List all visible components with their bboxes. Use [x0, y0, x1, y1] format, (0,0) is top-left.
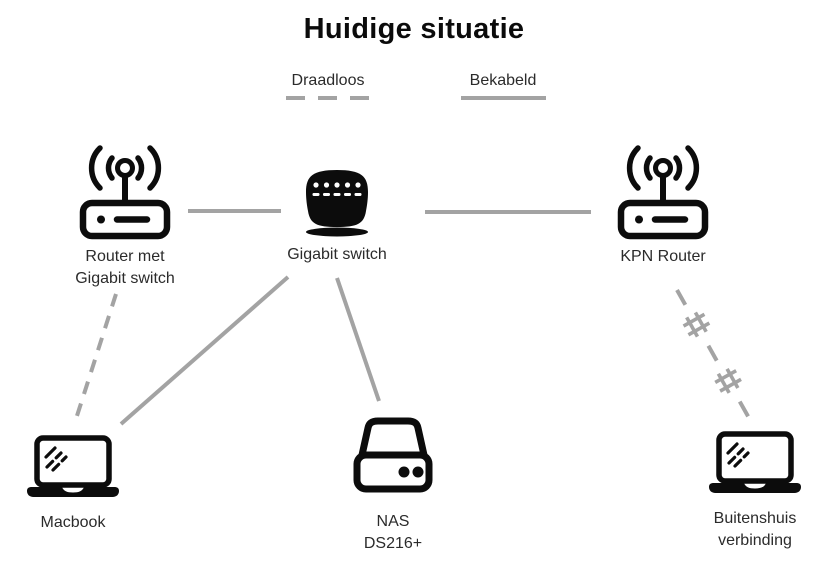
connection-kpn_router-remote-wireless [675, 289, 751, 419]
legend-item-wireless: Draadloos [258, 72, 398, 100]
node-label-line2: DS216+ [363, 535, 423, 552]
node-label-line1: NAS [376, 513, 410, 530]
node-label-line1: Router met [85, 248, 165, 265]
diagram-title: Huidige situatie [303, 13, 525, 45]
node-label-line2: Gigabit switch [75, 270, 175, 287]
interference-hash-mark [682, 311, 711, 338]
network-switch-icon [306, 170, 368, 237]
node-label-line1: Buitenshuis [713, 510, 797, 527]
legend-label-wired: Bekabeld [469, 72, 537, 89]
node-router-met-gigabit-switch: Router met Gigabit switch [50, 145, 200, 290]
node-kpn-router: KPN Router [588, 145, 738, 268]
node-label-line1: KPN Router [620, 248, 706, 265]
connection-router_switch-macbook-wireless [74, 293, 118, 420]
connection-gigabit_switch-macbook-wired [119, 275, 290, 426]
connection-gigabit_switch-nas-wired [335, 277, 381, 402]
node-label: Macbook [41, 512, 106, 534]
node-macbook: Macbook [0, 435, 148, 534]
node-label: Gigabit switch [287, 244, 387, 266]
dashed-line-sample [286, 96, 370, 100]
legend-item-wired: Bekabeld [433, 72, 573, 100]
node-label-line2: verbinding [718, 532, 792, 549]
node-label: Buitenshuis verbinding [714, 508, 797, 552]
nas-icon [353, 417, 433, 493]
node-label: Router met Gigabit switch [75, 246, 175, 290]
wifi-router-icon [617, 145, 709, 240]
solid-line-sample [460, 96, 546, 100]
node-gigabit-switch: Gigabit switch [262, 168, 412, 266]
wifi-router-icon [79, 145, 171, 240]
laptop-icon [709, 431, 801, 493]
legend-label-wireless: Draadloos [291, 72, 365, 89]
node-nas-ds216: NAS DS216+ [318, 417, 468, 555]
node-label: NAS DS216+ [364, 511, 422, 555]
laptop-icon [27, 435, 119, 497]
node-label: KPN Router [620, 246, 705, 268]
node-label-line1: Gigabit switch [287, 246, 387, 263]
node-label-line1: Macbook [40, 514, 106, 531]
node-buitenshuis-verbinding: Buitenshuis verbinding [680, 431, 828, 552]
interference-hash-mark [714, 367, 742, 394]
